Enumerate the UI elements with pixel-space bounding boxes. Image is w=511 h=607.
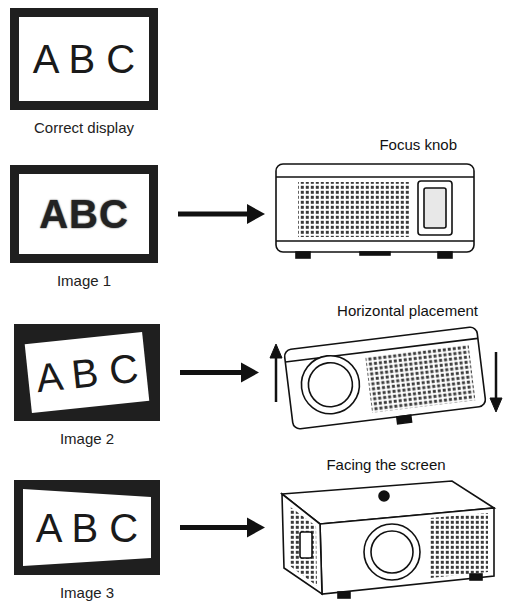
screen-frame: ABC [10, 165, 158, 263]
arrow-head [241, 363, 259, 383]
projector-perspective-view [282, 481, 494, 598]
screen-frame: A B C [14, 324, 160, 421]
direction-arrow [180, 363, 259, 383]
image-caption: Correct display [10, 119, 158, 136]
arrow-head [247, 204, 265, 224]
direction-arrow [178, 204, 265, 224]
screen-image: ABC Image 1 [10, 165, 158, 289]
screen-letters: ABC [39, 194, 129, 234]
screen-letters: A B C [34, 347, 140, 397]
screen-letters: A B C [33, 39, 135, 79]
image-caption: Image 3 [14, 584, 160, 601]
projected-area: A B C [25, 332, 150, 413]
figure-label: Focus knob [268, 136, 483, 153]
projected-area: ABC [19, 174, 149, 254]
projector-tilted-view [284, 326, 487, 436]
screen-letters: A B C [36, 508, 138, 548]
projector-side-view [276, 164, 474, 258]
projector-figure: Horizontal placement [262, 302, 506, 430]
figure-label: Facing the screen [268, 456, 504, 473]
figure-label: Horizontal placement [262, 302, 506, 319]
arrow-shaft [178, 212, 249, 217]
arrow-head [247, 518, 265, 538]
level-arrows [270, 344, 502, 412]
direction-arrow [180, 518, 265, 538]
projector-figure: Facing the screen [268, 456, 504, 602]
screen-image: A B C Image 3 [14, 480, 160, 601]
projected-area: A B C [23, 489, 151, 566]
projector-figure: Focus knob [268, 136, 483, 260]
screen-frame: A B C [14, 480, 160, 575]
image-caption: Image 1 [10, 272, 158, 289]
screen-frame: A B C [10, 8, 158, 110]
arrow-shaft [180, 525, 249, 530]
projected-area: A B C [19, 17, 149, 101]
image-caption: Image 2 [14, 430, 160, 447]
screen-image: A B C Image 2 [14, 324, 160, 447]
screen-image: A B C Correct display [10, 8, 158, 136]
arrow-shaft [180, 370, 243, 375]
